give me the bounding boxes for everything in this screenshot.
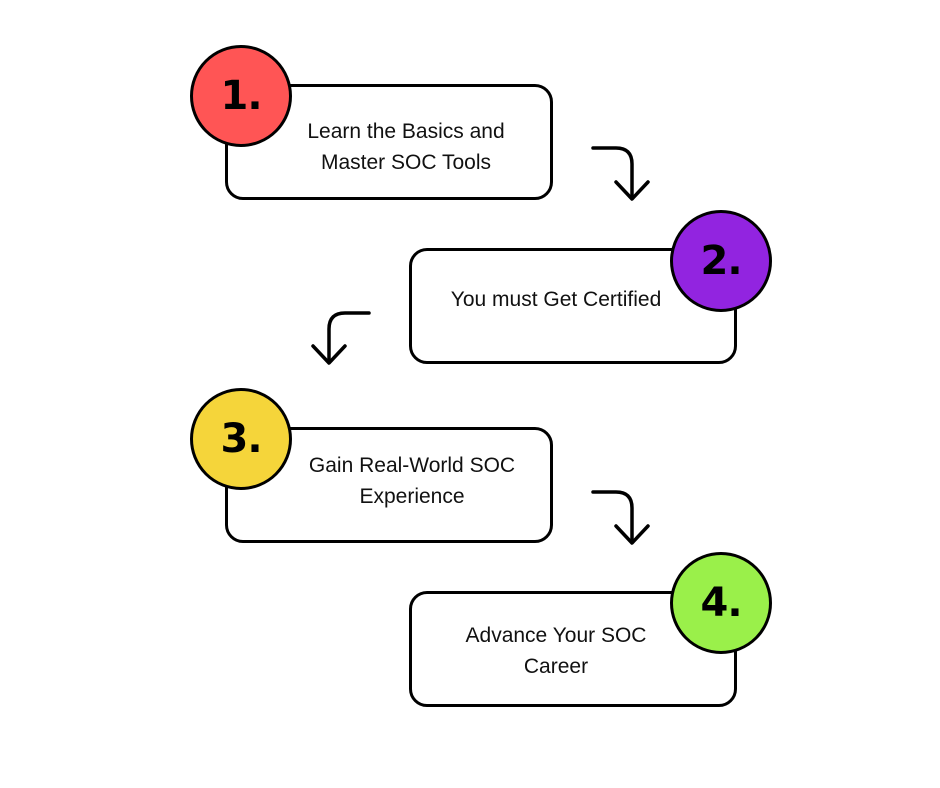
step-2-badge: 2. — [670, 210, 772, 312]
step-4-text: Advance Your SOC Career — [465, 624, 647, 678]
curved-arrow-down-right-icon — [591, 146, 650, 201]
step-3-badge: 3. — [190, 388, 292, 490]
step-2-text: You must Get Certified — [450, 288, 662, 311]
step-3-text: Gain Real-World SOC Experience — [308, 454, 516, 508]
step-1-badge: 1. — [190, 45, 292, 147]
curved-arrow-down-left-icon — [311, 311, 371, 365]
step-4-badge: 4. — [670, 552, 772, 654]
curved-arrow-down-right-icon — [591, 490, 650, 545]
step-1-text: Learn the Basics and Master SOC Tools — [307, 120, 505, 174]
